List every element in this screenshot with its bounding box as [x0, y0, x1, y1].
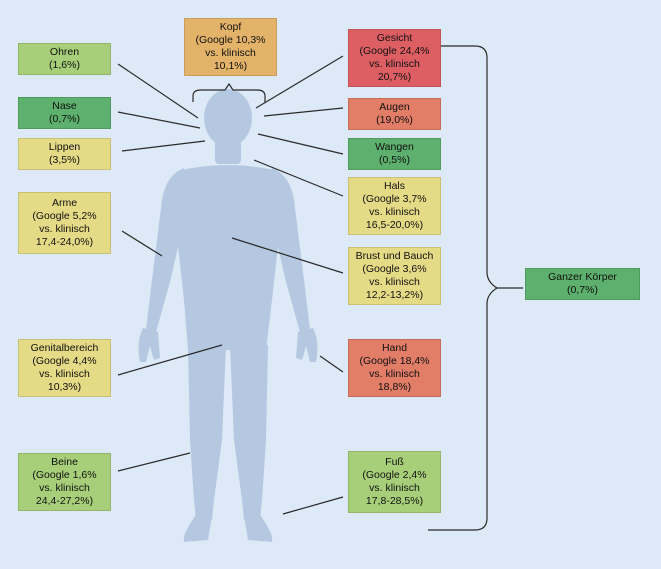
head-bracket: [192, 82, 266, 102]
box-wangen: Wangen (0,5%): [348, 138, 441, 170]
box-brust-und-bauch-text: Brust und Bauch (Google 3,6% vs. klinisc…: [355, 250, 434, 301]
box-kopf-text: Kopf (Google 10,3% vs. klinisch 10,1%): [195, 21, 266, 72]
box-beine-text: Beine (Google 1,6% vs. klinisch 24,4-27,…: [32, 456, 97, 507]
box-gesicht: Gesicht (Google 24,4% vs. klinisch 20,7%…: [348, 29, 441, 87]
box-arme: Arme (Google 5,2% vs. klinisch 17,4-24,0…: [18, 192, 111, 254]
box-ohren: Ohren (1,6%): [18, 43, 111, 75]
box-augen: Augen (19,0%): [348, 98, 441, 130]
box-augen-text: Augen (19,0%): [376, 101, 413, 126]
box-genitalbereich: Genitalbereich (Google 4,4% vs. klinisch…: [18, 339, 111, 397]
box-fuss: Fuß (Google 2,4% vs. klinisch 17,8-28,5%…: [348, 451, 441, 513]
connector-lines: [117, 55, 344, 515]
box-genitalbereich-text: Genitalbereich (Google 4,4% vs. klinisch…: [30, 342, 99, 393]
box-hals: Hals (Google 3,7% vs. klinisch 16,5-20,0…: [348, 177, 441, 235]
box-ganzer-koerper-text: Ganzer Körper (0,7%): [548, 271, 617, 296]
box-kopf: Kopf (Google 10,3% vs. klinisch 10,1%): [184, 18, 277, 76]
box-gesicht-text: Gesicht (Google 24,4% vs. klinisch 20,7%…: [359, 32, 430, 83]
box-hand-text: Hand (Google 18,4% vs. klinisch 18,8%): [359, 342, 430, 393]
box-arme-text: Arme (Google 5,2% vs. klinisch 17,4-24,0…: [32, 197, 97, 248]
box-beine: Beine (Google 1,6% vs. klinisch 24,4-27,…: [18, 453, 111, 511]
human-body-silhouette: [138, 89, 318, 542]
box-hals-text: Hals (Google 3,7% vs. klinisch 16,5-20,0…: [362, 180, 427, 231]
box-ganzer-koerper: Ganzer Körper (0,7%): [525, 268, 640, 300]
box-ohren-text: Ohren (1,6%): [49, 46, 80, 71]
box-brust-und-bauch: Brust und Bauch (Google 3,6% vs. klinisc…: [348, 247, 441, 305]
box-fuss-text: Fuß (Google 2,4% vs. klinisch 17,8-28,5%…: [362, 456, 427, 507]
box-lippen: Lippen (3,5%): [18, 138, 111, 170]
box-lippen-text: Lippen (3,5%): [48, 141, 81, 166]
box-hand: Hand (Google 18,4% vs. klinisch 18,8%): [348, 339, 441, 397]
box-wangen-text: Wangen (0,5%): [375, 141, 414, 166]
box-nase-text: Nase (0,7%): [49, 100, 80, 125]
box-nase: Nase (0,7%): [18, 97, 111, 129]
